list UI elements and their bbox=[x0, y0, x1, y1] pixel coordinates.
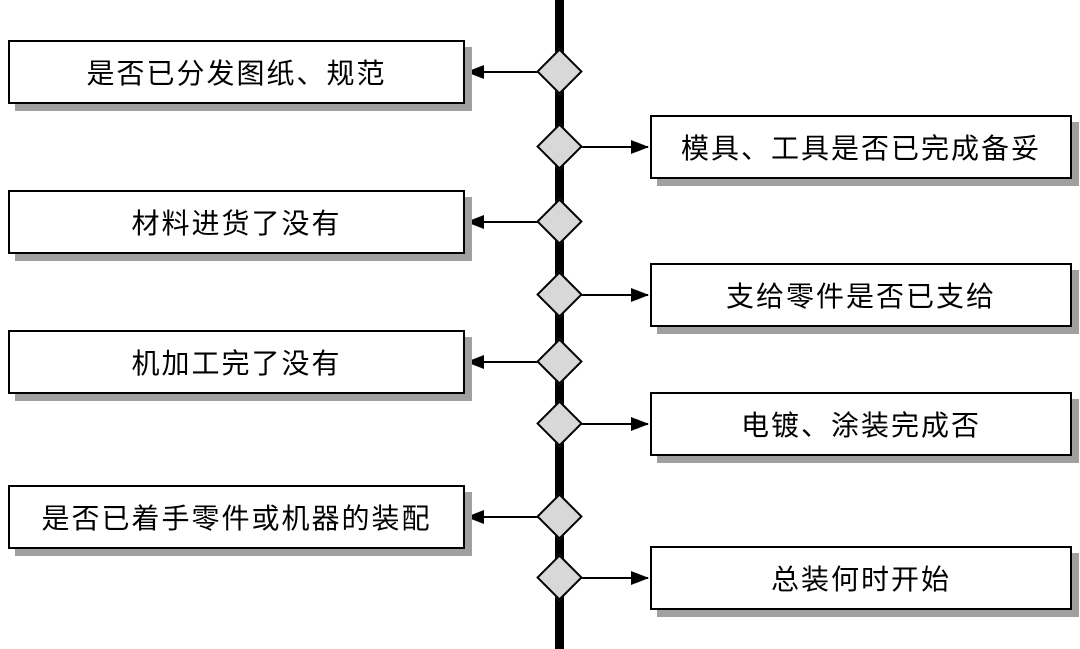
arrow-to-right-box-4 bbox=[572, 571, 649, 585]
arrow-to-left-box-2 bbox=[466, 215, 547, 229]
decision-diamond-1 bbox=[536, 48, 583, 95]
right-box-plating-painting-done: 电镀、涂装完成否 bbox=[650, 392, 1072, 456]
left-box-2-label: 材料进货了没有 bbox=[131, 208, 342, 239]
decision-diamond-5 bbox=[536, 338, 583, 385]
decision-diamond-6 bbox=[536, 400, 583, 447]
left-box-assembly-started: 是否已着手零件或机器的装配 bbox=[8, 485, 465, 549]
decision-diamond-8 bbox=[536, 554, 583, 601]
left-box-1-label: 是否已分发图纸、规范 bbox=[86, 58, 387, 89]
central-timeline-line bbox=[555, 0, 564, 649]
decision-diamond-3 bbox=[536, 198, 583, 245]
decision-diamond-7 bbox=[536, 493, 583, 540]
left-box-machining-done: 机加工完了没有 bbox=[8, 330, 465, 394]
decision-diamond-4 bbox=[536, 271, 583, 318]
arrow-to-right-box-2 bbox=[572, 288, 649, 302]
right-box-1-label: 模具、工具是否已完成备妥 bbox=[680, 133, 1041, 164]
right-box-2-label: 支给零件是否已支给 bbox=[725, 281, 996, 312]
right-box-supplied-parts: 支给零件是否已支给 bbox=[650, 263, 1072, 327]
left-box-3-label: 机加工完了没有 bbox=[131, 348, 342, 379]
arrow-to-left-box-1 bbox=[466, 65, 547, 79]
right-box-final-assembly-start: 总装何时开始 bbox=[650, 546, 1072, 610]
arrow-to-right-box-3 bbox=[572, 417, 649, 431]
arrow-to-left-box-3 bbox=[466, 355, 547, 369]
left-box-drawings-distributed: 是否已分发图纸、规范 bbox=[8, 40, 465, 104]
decision-diamond-2 bbox=[536, 123, 583, 170]
left-box-material-arrived: 材料进货了没有 bbox=[8, 190, 465, 254]
arrow-to-right-box-1 bbox=[572, 140, 649, 154]
right-box-4-label: 总装何时开始 bbox=[770, 564, 951, 595]
left-box-4-label: 是否已着手零件或机器的装配 bbox=[41, 503, 432, 534]
right-box-tooling-ready: 模具、工具是否已完成备妥 bbox=[650, 115, 1072, 179]
arrow-to-left-box-4 bbox=[466, 510, 547, 524]
right-box-3-label: 电镀、涂装完成否 bbox=[740, 410, 981, 441]
